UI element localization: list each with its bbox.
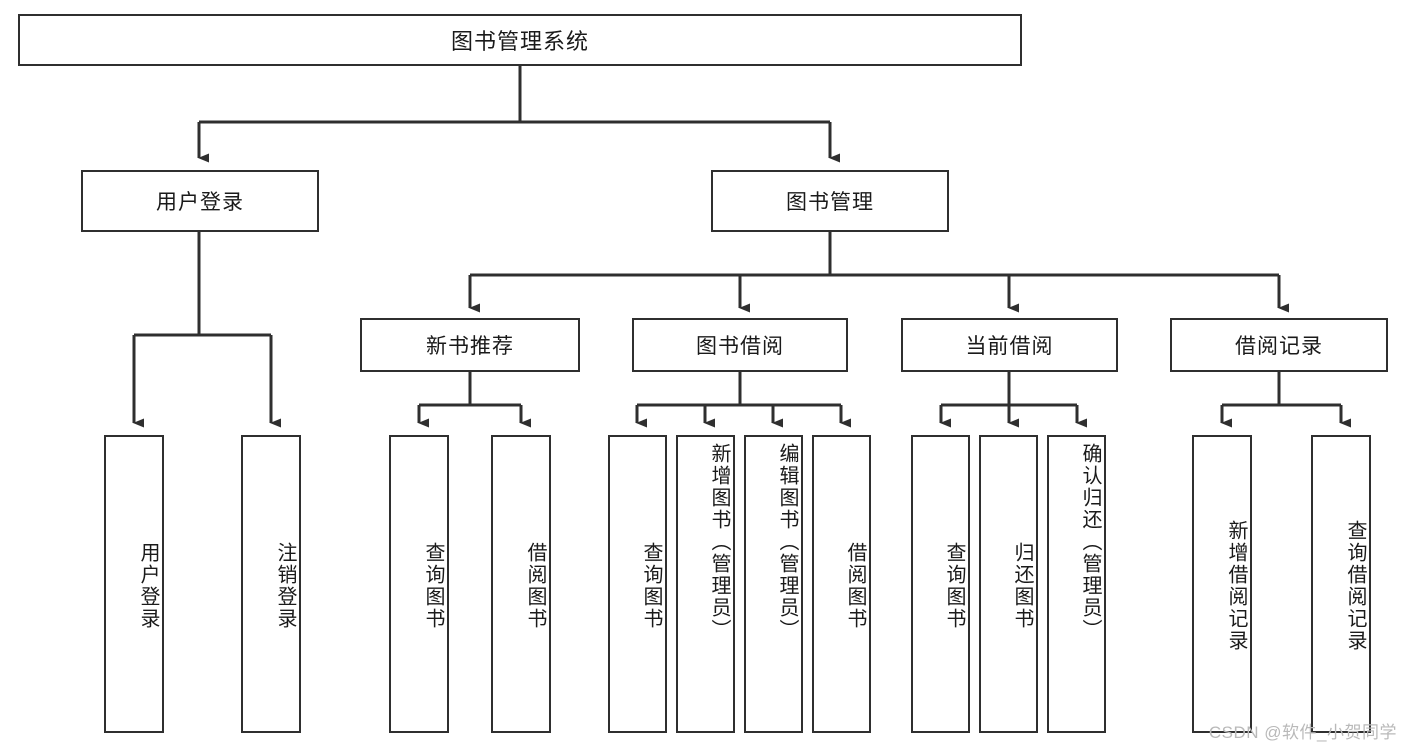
node-leaf-add-book-admin[interactable]: 新增图书（管理员）: [676, 435, 735, 733]
node-leaf-query-book-recommend-label: 查询图书: [422, 542, 444, 630]
node-leaf-logout[interactable]: 注销登录: [241, 435, 301, 733]
node-leaf-confirm-return-admin-label: 确认归还（管理员）: [1079, 443, 1101, 641]
node-leaf-edit-book-admin[interactable]: 编辑图书（管理员）: [744, 435, 803, 733]
node-leaf-return-book-label: 归还图书: [1011, 542, 1033, 630]
node-leaf-edit-book-admin-label: 编辑图书（管理员）: [776, 443, 798, 641]
node-leaf-return-book[interactable]: 归还图书: [979, 435, 1038, 733]
node-leaf-query-book-borrow-label: 查询图书: [640, 542, 662, 630]
node-leaf-query-book-borrow[interactable]: 查询图书: [608, 435, 667, 733]
node-leaf-borrow-book-recommend-label: 借阅图书: [524, 542, 546, 630]
node-leaf-borrow-book-label: 借阅图书: [844, 542, 866, 630]
node-leaf-query-book-current-label: 查询图书: [943, 542, 965, 630]
node-book-management[interactable]: 图书管理: [711, 170, 949, 232]
node-leaf-user-login-label: 用户登录: [137, 542, 159, 630]
node-leaf-query-borrow-record[interactable]: 查询借阅记录: [1311, 435, 1371, 733]
node-leaf-add-borrow-record[interactable]: 新增借阅记录: [1192, 435, 1252, 733]
node-root[interactable]: 图书管理系统: [18, 14, 1022, 66]
node-leaf-confirm-return-admin[interactable]: 确认归还（管理员）: [1047, 435, 1106, 733]
watermark-text: CSDN @软件_小贺同学: [1208, 723, 1397, 742]
node-leaf-query-borrow-record-label: 查询借阅记录: [1344, 520, 1366, 652]
node-user-login[interactable]: 用户登录: [81, 170, 319, 232]
node-new-book-recommend-label: 新书推荐: [426, 335, 514, 358]
node-leaf-add-book-admin-label: 新增图书（管理员）: [708, 443, 730, 641]
node-leaf-borrow-book-recommend[interactable]: 借阅图书: [491, 435, 551, 733]
node-new-book-recommend[interactable]: 新书推荐: [360, 318, 580, 372]
node-leaf-logout-label: 注销登录: [274, 542, 296, 630]
node-user-login-label: 用户登录: [156, 191, 244, 214]
node-root-label: 图书管理系统: [450, 29, 589, 54]
node-current-borrow-label: 当前借阅: [965, 335, 1054, 358]
node-leaf-query-book-current[interactable]: 查询图书: [911, 435, 970, 733]
node-leaf-user-login[interactable]: 用户登录: [104, 435, 164, 733]
node-borrow-record-label: 借阅记录: [1235, 335, 1323, 358]
node-book-borrow-label: 图书借阅: [696, 335, 784, 358]
node-leaf-query-book-recommend[interactable]: 查询图书: [389, 435, 449, 733]
node-borrow-record[interactable]: 借阅记录: [1170, 318, 1388, 372]
node-current-borrow[interactable]: 当前借阅: [901, 318, 1118, 372]
node-book-management-label: 图书管理: [786, 191, 874, 214]
node-leaf-add-borrow-record-label: 新增借阅记录: [1225, 520, 1247, 652]
node-book-borrow[interactable]: 图书借阅: [632, 318, 848, 372]
node-leaf-borrow-book[interactable]: 借阅图书: [812, 435, 871, 733]
